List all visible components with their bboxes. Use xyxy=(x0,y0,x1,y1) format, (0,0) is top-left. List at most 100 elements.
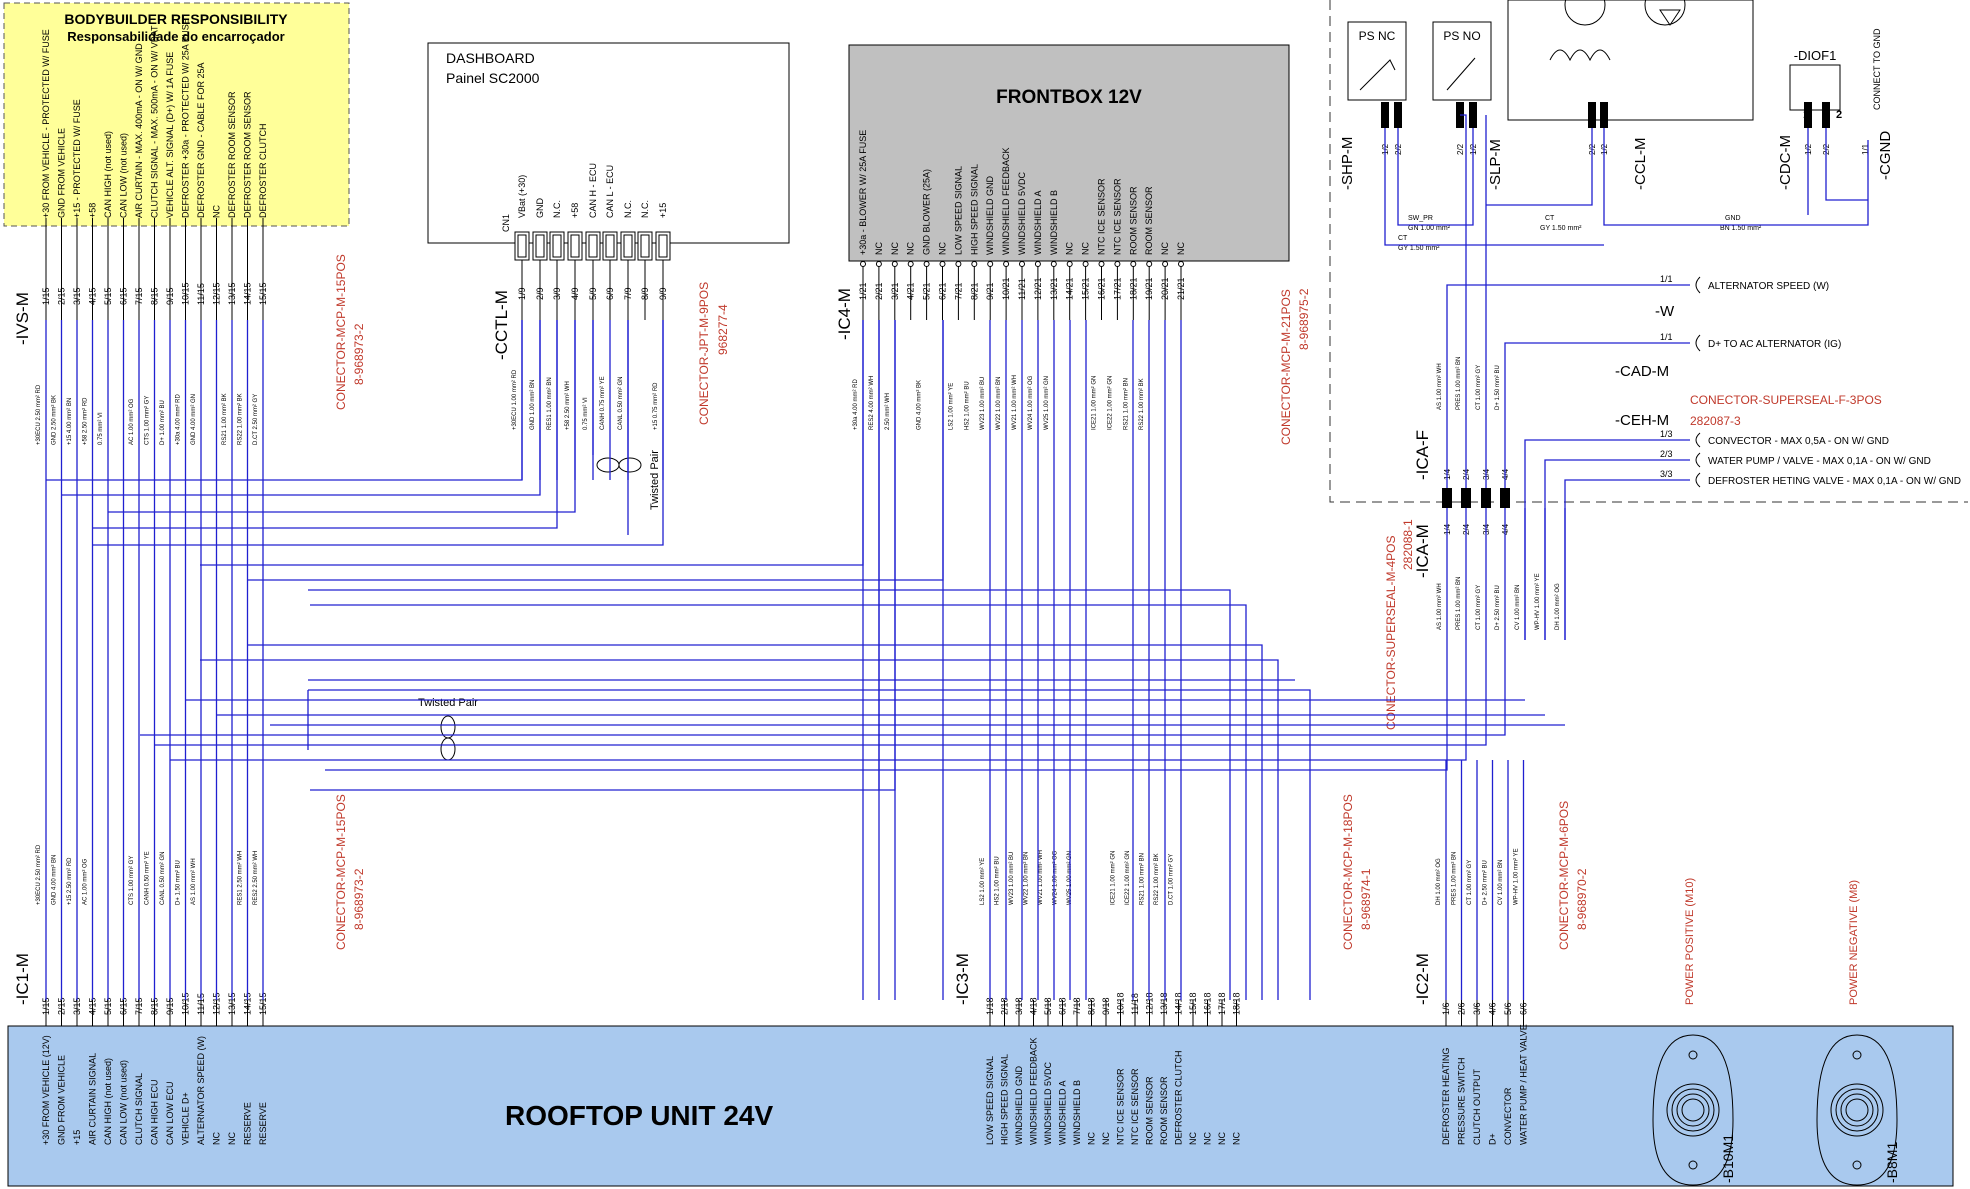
ic2-connector-type: CONECTOR-MCP-M-6POS xyxy=(1557,801,1571,950)
ic3-pin-number: 11/18 xyxy=(1130,993,1140,1015)
ic3-pin-number: 15/18 xyxy=(1188,992,1198,1015)
ic1-pin-number: 7/15 xyxy=(134,997,144,1015)
ic3-pin-number: 4/18 xyxy=(1029,997,1039,1015)
ic3-signal-label: NC xyxy=(1232,1132,1242,1145)
terminal-stub xyxy=(1469,102,1477,128)
frontbox-pin-label: WINDSHIELD B xyxy=(1049,190,1059,255)
ivs-connector-name: -IVS-M xyxy=(13,292,32,345)
rooftop-title: ROOFTOP UNIT 24V xyxy=(505,1100,773,1131)
ivs-pin-number: 13/15 xyxy=(227,282,237,305)
cctl-wire-spec: CANL 0.50 mm² GN xyxy=(618,377,624,430)
b10-terminal-label: -B10M1 xyxy=(1720,1134,1736,1183)
cctl-terminal-inner xyxy=(552,234,562,258)
cctl-wire-spec: +58 2.50 mm² WH xyxy=(565,381,571,430)
terminal-ring xyxy=(1830,1083,1884,1137)
ivs-wire-spec: RS22 1.00 mm² BK xyxy=(238,393,244,445)
ic1-wire-spec: CTS 1.00 mm² GY xyxy=(129,856,135,905)
ic1-signal-label: RESERVE xyxy=(243,1102,253,1145)
terminal-ring xyxy=(1676,1093,1710,1127)
cctl-pin-number: 5/9 xyxy=(588,287,598,300)
ic1-part-number: 8-968973-2 xyxy=(352,868,366,930)
frontbox-pin-label: WINDSHIELD GND xyxy=(985,175,995,255)
wire-connection xyxy=(1460,114,1467,488)
wire-connection xyxy=(1524,439,1690,640)
ivs-wire-spec: +58 2.50 mm² RD xyxy=(83,397,89,445)
ps-no-label: PS NO xyxy=(1443,29,1480,43)
dashboard-box xyxy=(427,42,790,244)
terminal-hole xyxy=(1852,1160,1862,1170)
ic1-signal-label: CAN HIGH ECU xyxy=(150,1079,160,1145)
w-connector-name: -W xyxy=(1655,303,1675,320)
ivs-wire-spec: +30ECU 2.50 mm² RD xyxy=(36,384,42,445)
wire-connection xyxy=(46,320,523,481)
ic3-wire-spec: ICE21 1.00 mm² GN xyxy=(1111,851,1117,905)
ic4-pin-number: 2/21 xyxy=(874,282,884,300)
cctl-terminal xyxy=(585,231,601,261)
ic2-signal-label: PRESSURE SWITCH xyxy=(1457,1057,1467,1145)
ic2-connector-name: -IC2-M xyxy=(1413,953,1432,1005)
wire-connection xyxy=(92,320,558,529)
frontbox-pin-label: WINDSHIELD FEEDBACK xyxy=(1001,147,1011,255)
cctl-wire-spec: 0.75 mm² VI xyxy=(583,397,589,430)
icam-wire-spec: AS 1.00 mm² WH xyxy=(1437,583,1443,630)
ic4-terminal-dot xyxy=(875,261,882,267)
cctl-pin-number: 2/9 xyxy=(535,287,545,300)
dashboard-pin-label: +15 xyxy=(658,203,668,218)
receptacle-symbol xyxy=(1695,276,1701,294)
ic1-wire-spec: CANH 0.50 mm² YE xyxy=(145,851,151,905)
bodybuilder-box xyxy=(3,2,350,227)
diode-symbol xyxy=(1659,9,1681,26)
cctl-connector-type: CONECTOR-JPT-M-9POS xyxy=(697,282,711,425)
ceh-part-number: 282087-3 xyxy=(1690,414,1741,428)
ic4-pin-number: 18/21 xyxy=(1128,277,1138,300)
wire-connection xyxy=(108,320,576,513)
right-signal-label: ALTERNATOR SPEED (W) xyxy=(1708,281,1829,292)
ic4-terminal-dot xyxy=(1050,261,1057,267)
ivs-wire-spec: CTS 1.00 mm² GY xyxy=(145,396,151,445)
ps-nc-switch xyxy=(1347,21,1407,101)
terminal-ring xyxy=(1845,1098,1869,1122)
ccl-connector-name: -CCL-M xyxy=(1632,138,1649,191)
ic3-pin-number: 13/18 xyxy=(1159,992,1169,1015)
terminal-stub xyxy=(1804,102,1812,128)
ic4-terminal-dot xyxy=(1082,261,1089,267)
ic4-connector-type: CONECTOR-MCP-M-21POS xyxy=(1279,289,1293,445)
terminal-stub xyxy=(1381,102,1389,128)
ic2-signal-label: DEFROSTER HEATING xyxy=(1441,1048,1451,1145)
bodybuilder-pin-label: DEFROSTER ROOM SENSOR xyxy=(227,91,237,218)
ic4-pin-number: 13/21 xyxy=(1049,277,1059,300)
diof-label: -DIOF1 xyxy=(1794,48,1837,63)
ic1-pin-number: 9/15 xyxy=(165,997,175,1015)
ic1-wire-spec: AS 1.00 mm² WH xyxy=(191,858,197,905)
ic3-wire-spec: RS21 1.00 mm² BN xyxy=(1140,853,1146,905)
ic1-connector-name: -IC1-M xyxy=(13,953,32,1005)
bodybuilder-pin-label: DEFROSTER GND - CABLE FOR 25A xyxy=(196,62,206,218)
terminal-outline xyxy=(1652,1034,1734,1186)
ic4-pin-number: 6/21 xyxy=(938,282,948,300)
ic3-pin-number: 9/18 xyxy=(1101,997,1111,1015)
ic4-terminal-dot xyxy=(1003,261,1010,267)
ivs-pin-number: 8/15 xyxy=(150,287,160,305)
terminal-stub xyxy=(1588,102,1596,128)
ic4-wire-spec: RS21 1.00 mm² BN xyxy=(1123,378,1129,430)
icam-wire-spec: D+ 2.50 mm² BU xyxy=(1495,585,1501,630)
cctl-terminal xyxy=(637,231,653,261)
cctl-terminal-inner xyxy=(658,234,668,258)
ivs-wire-spec: AC 1.00 mm² OG xyxy=(129,398,135,445)
wire-connection xyxy=(1504,342,1690,488)
right-signal-label: WATER PUMP / VALVE - MAX 0,1A - ON W/ GN… xyxy=(1708,456,1931,467)
ic1-wire-spec: AC 1.00 mm² OG xyxy=(83,858,89,905)
ic3-signal-label: NC xyxy=(1203,1132,1213,1145)
ic2-wire-spec: D+ 2.50 mm² BU xyxy=(1483,860,1489,905)
icaf-wire-spec: PRES 1.00 mm² BN xyxy=(1456,357,1462,410)
ivs-wire-spec: +30a 4.00 mm² RD xyxy=(176,393,182,445)
dashboard-pin-label: N.C. xyxy=(640,200,650,218)
wire-connection xyxy=(1486,128,1593,206)
ic3-signal-label: ROOM SENSOR xyxy=(1145,1076,1155,1145)
ic1-pin-number: 6/15 xyxy=(119,997,129,1015)
wire-connection xyxy=(140,640,1506,736)
ic1-wire-spec: +15 2.50 mm² RD xyxy=(67,857,73,905)
ic1-wire-spec: CANL 0.50 mm² GN xyxy=(160,852,166,905)
ic2-pin-number: 5/6 xyxy=(1503,1002,1513,1015)
